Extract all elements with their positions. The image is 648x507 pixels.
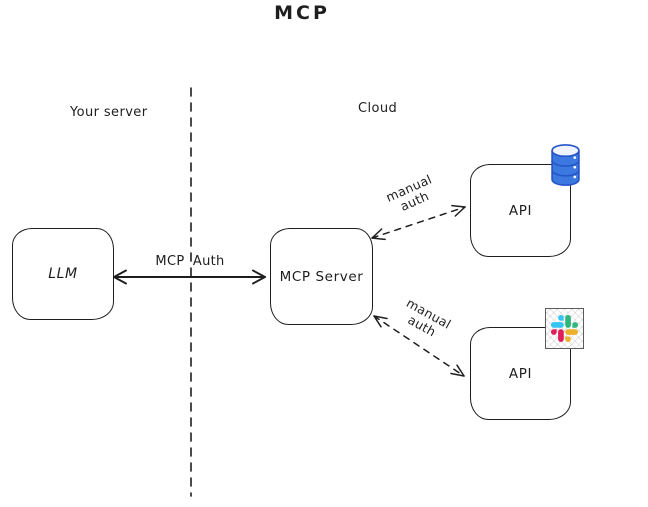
node-api-slack-label: API (508, 365, 533, 382)
manual-auth-arrow-top (371, 204, 466, 241)
region-label-cloud: Cloud (358, 101, 398, 116)
mcp-auth-arrow (113, 269, 266, 285)
region-label-your-server: Your server (70, 105, 148, 120)
node-api-database-label: API (508, 202, 533, 219)
database-icon (551, 144, 580, 186)
node-llm-label: LLM (48, 266, 78, 282)
node-api-slack: API (470, 327, 571, 420)
node-mcp-server: MCP Server (270, 228, 373, 325)
slack-badge (545, 308, 584, 349)
node-mcp-server-label: MCP Server (279, 268, 364, 285)
edge-label-manual-auth-top: manual auth (383, 171, 435, 215)
edge-label-mcp-auth: MCP Auth (155, 254, 225, 269)
slack-icon (551, 315, 578, 342)
edge-label-manual-auth-bottom: manual auth (403, 295, 454, 340)
diagram-title: MCP (274, 2, 330, 24)
node-llm: LLM (12, 228, 114, 320)
